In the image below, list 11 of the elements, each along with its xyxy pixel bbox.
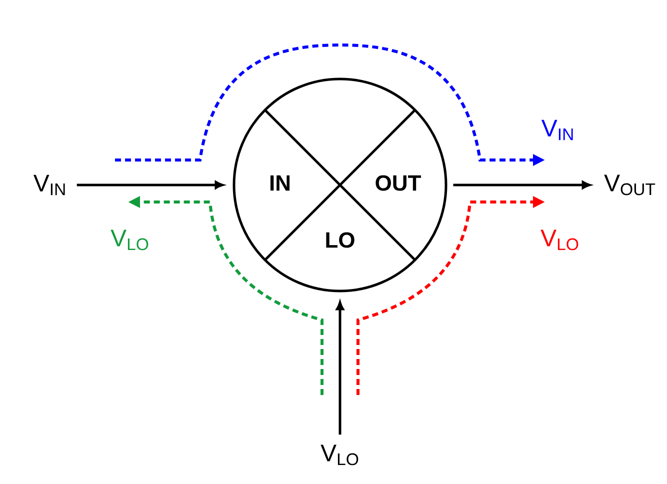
- port-label: OUT: [376, 175, 421, 191]
- port-label: IN: [270, 175, 290, 191]
- signal-label: V$_{IN}$: [33, 174, 65, 196]
- port-label: LO: [326, 232, 354, 248]
- signal-label: V$_{LO}$: [320, 444, 358, 466]
- arrow: [76, 181, 224, 189]
- signal-label: V$_{LO}$: [540, 230, 578, 250]
- arrow: [453, 181, 591, 189]
- signal-label: V$_{IN}$: [541, 120, 573, 140]
- signal-label: V$_{LO}$: [110, 230, 148, 250]
- signal-label: V$_{OUT}$: [604, 174, 656, 196]
